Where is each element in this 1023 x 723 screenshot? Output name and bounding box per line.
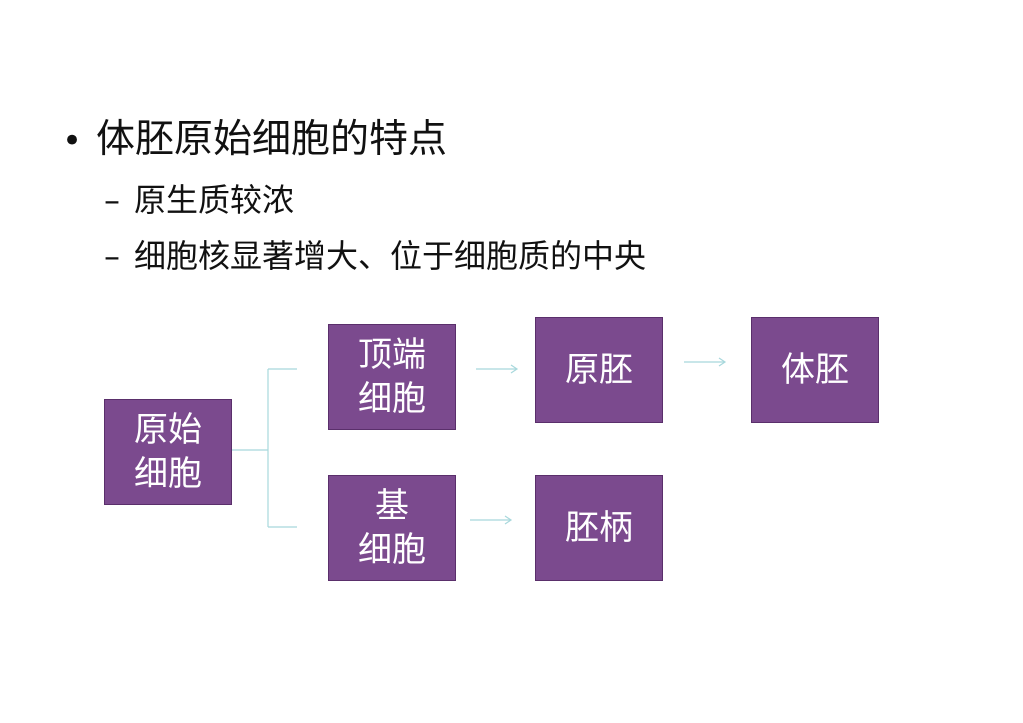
main-bullet: • 体胚原始细胞的特点 [62,115,447,166]
sub-bullet-marker: – [104,181,120,219]
sub-bullet-cytoplasm: –原生质较浓 [104,180,294,220]
node-primitive-cell: 原始 细胞 [104,399,232,505]
sub-bullet-text: 细胞核显著增大、位于细胞质的中央 [134,237,647,275]
node-label-line: 顶端 [358,335,426,375]
node-suspensor: 胚柄 [535,475,663,581]
sub-bullet-marker: – [104,237,120,275]
arrow-basal-to-suspensor [470,515,513,525]
arrow-proembryo-to-embryo [684,357,727,367]
connector-bracket [232,368,297,528]
main-bullet-text: 体胚原始细胞的特点 [96,117,448,162]
node-label: 原胚 [565,350,633,390]
sub-bullet-text: 原生质较浓 [134,181,295,219]
sub-bullet-nucleus: –细胞核显著增大、位于细胞质的中央 [104,236,646,276]
node-basal-cell: 基 细胞 [328,475,456,581]
node-label: 胚柄 [565,508,633,548]
node-label-line: 细胞 [358,530,426,570]
node-label-line: 细胞 [358,379,426,419]
node-embryo-proper: 体胚 [751,317,879,423]
arrow-apical-to-proembryo [476,364,519,374]
node-label-line: 细胞 [134,454,202,494]
node-proembryo: 原胚 [535,317,663,423]
node-label-line: 原始 [134,410,202,450]
node-label-line: 基 [375,486,409,526]
node-apical-cell: 顶端 细胞 [328,324,456,430]
node-label: 体胚 [781,350,849,390]
bullet-marker: • [62,121,83,161]
